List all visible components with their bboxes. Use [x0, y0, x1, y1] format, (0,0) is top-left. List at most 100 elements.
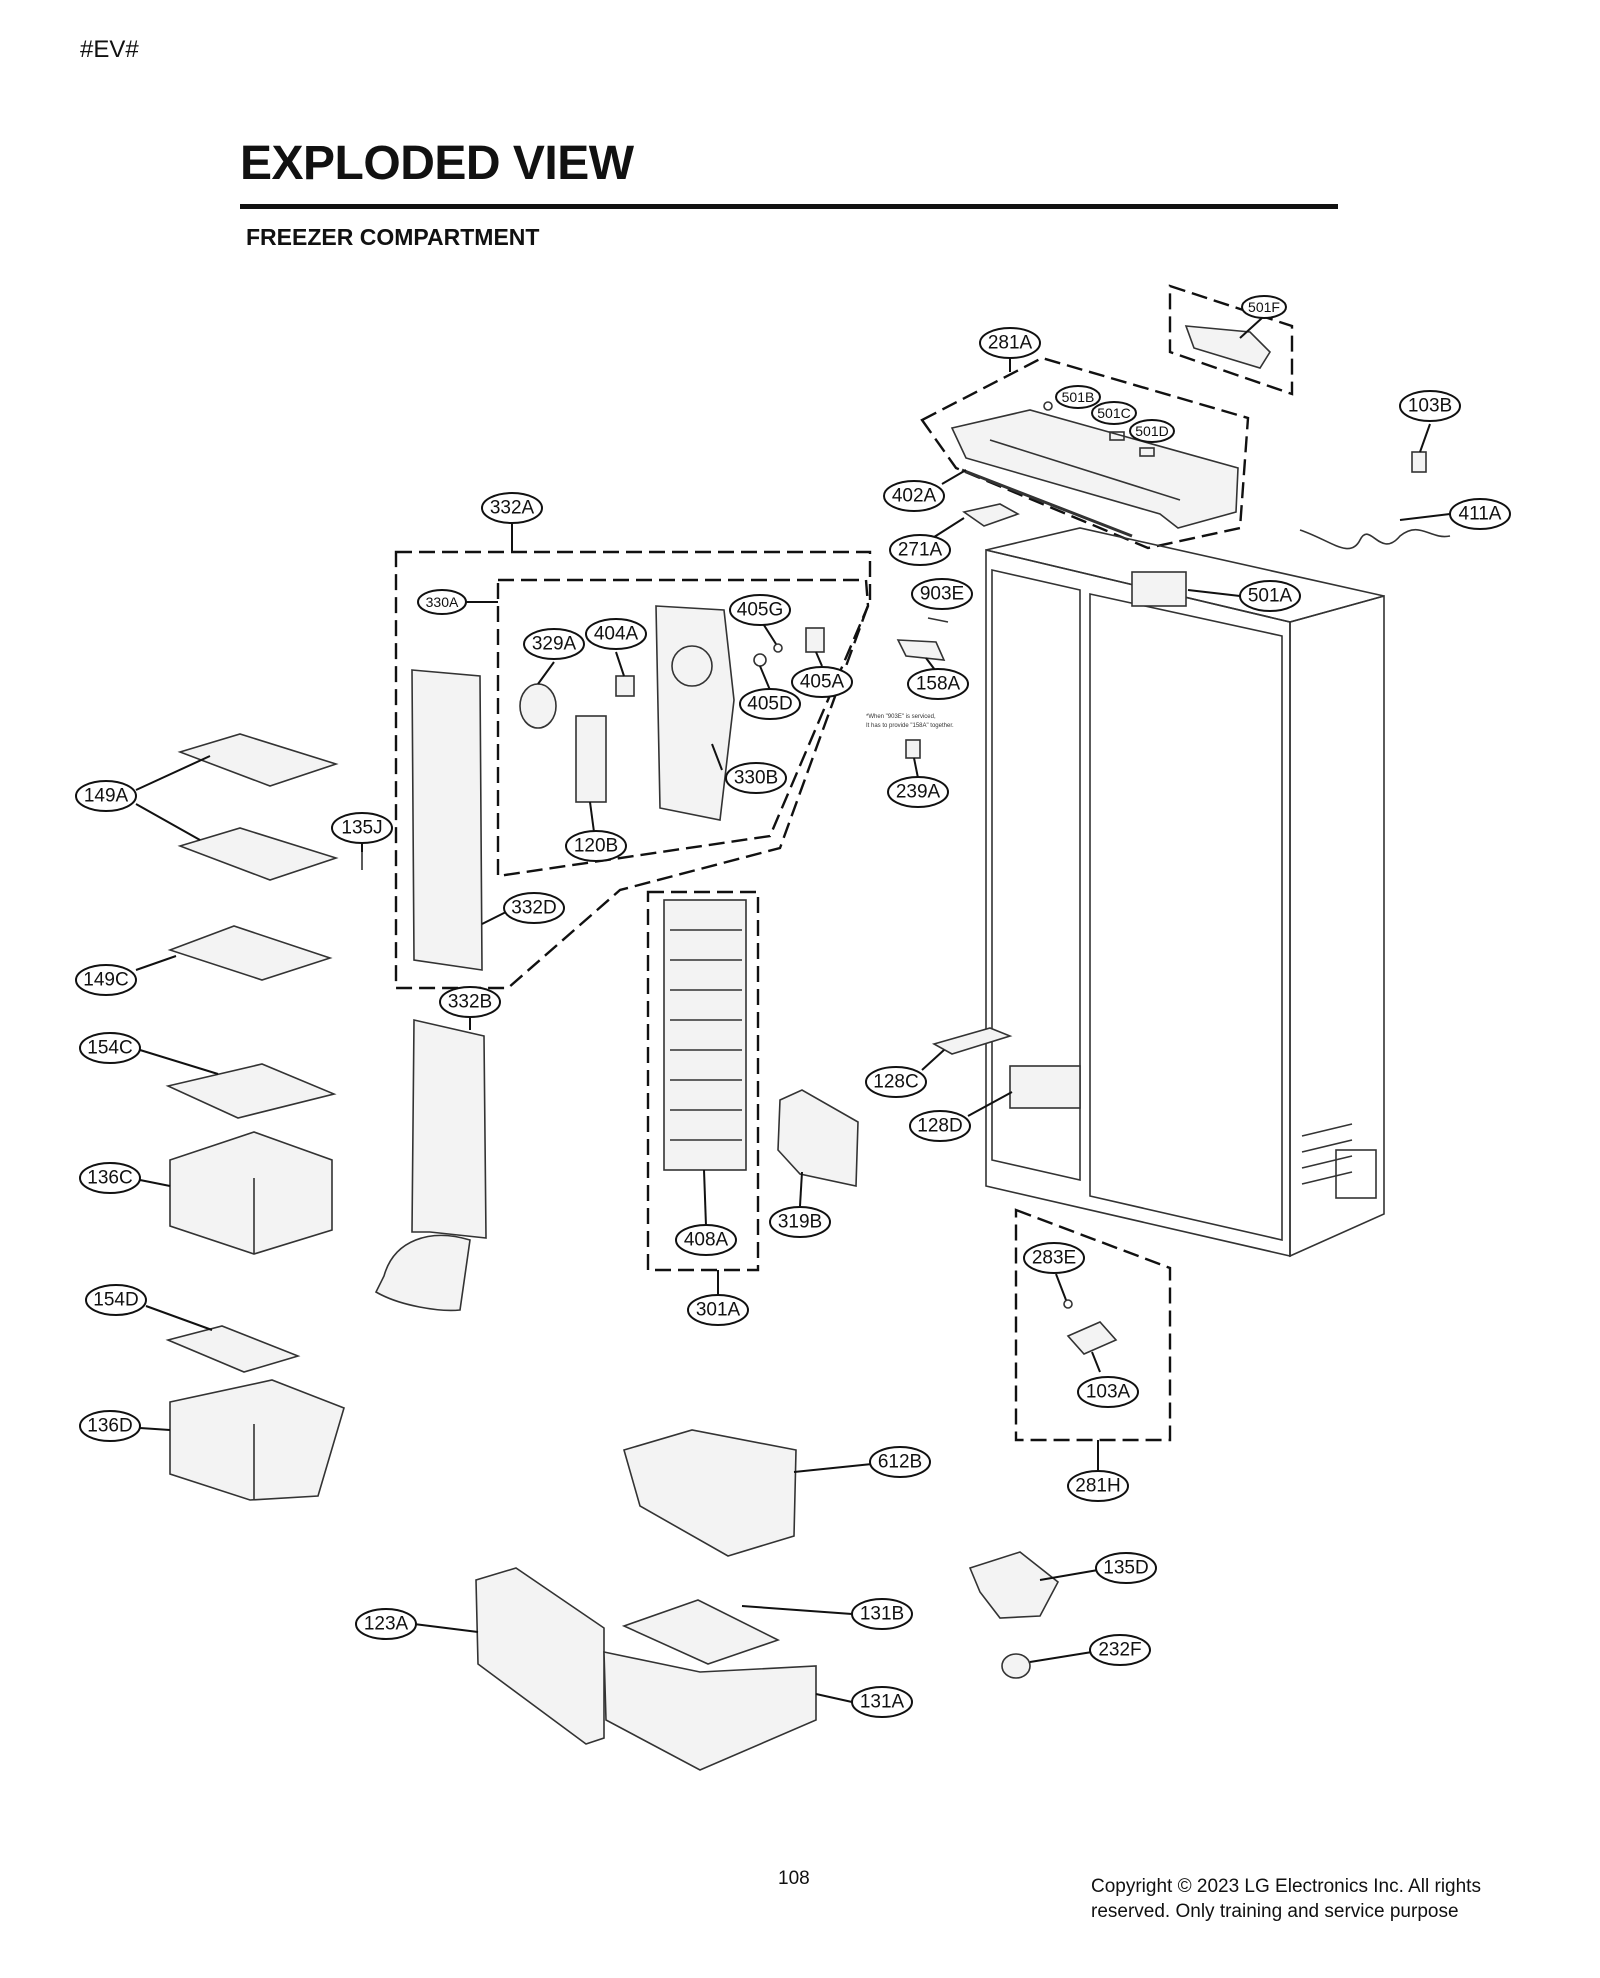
callout-281H: 281H: [1067, 1470, 1129, 1502]
part-239A: [905, 739, 921, 759]
part-501A-control-panel: [1131, 571, 1187, 607]
callout-135J: 135J: [331, 812, 393, 844]
svg-text:501A: 501A: [1248, 586, 1293, 607]
svg-text:154D: 154D: [93, 1290, 138, 1311]
part-cabinet-freezer-opening: [991, 568, 1081, 1182]
callout-405G: 405G: [729, 594, 791, 626]
leader-103B: [1419, 423, 1431, 453]
section-subtitle: FREEZER COMPARTMENT: [246, 224, 540, 250]
svg-text:402A: 402A: [892, 486, 937, 507]
part-501F-bracket: [1184, 325, 1272, 369]
part-330B-fan-ring: [671, 645, 713, 687]
svg-text:149A: 149A: [84, 786, 129, 807]
svg-text:103A: 103A: [1086, 1382, 1131, 1403]
svg-text:283E: 283E: [1032, 1248, 1076, 1269]
part-404A-motor: [615, 675, 635, 697]
callout-103A: 103A: [1077, 1376, 1139, 1408]
part-vent-slot-3: [1301, 1155, 1353, 1169]
svg-text:501C: 501C: [1097, 405, 1130, 421]
svg-text:408A: 408A: [684, 1230, 729, 1251]
leader-123A: [413, 1623, 479, 1633]
callout-411A: 411A: [1449, 498, 1511, 530]
part-cabinet-side: [1289, 594, 1385, 1258]
svg-text:301A: 301A: [696, 1300, 741, 1321]
callout-612B: 612B: [869, 1446, 931, 1478]
callout-149C: 149C: [75, 964, 137, 996]
svg-text:903E: 903E: [920, 584, 964, 605]
callout-332D: 332D: [503, 892, 565, 924]
part-501C-clip: [1109, 431, 1125, 441]
group-box-330A: [496, 578, 870, 878]
page-number: 108: [778, 1868, 810, 1889]
leader-501A: [1187, 589, 1241, 597]
leader-149C: [135, 955, 177, 971]
part-vent-slot-1: [1301, 1123, 1353, 1137]
callout-903E: 903E: [911, 578, 973, 610]
part-232F-washer: [1001, 1653, 1031, 1679]
callout-501D: 501D: [1129, 419, 1175, 443]
callout-135D: 135D: [1095, 1552, 1157, 1584]
svg-text:154C: 154C: [87, 1038, 132, 1059]
leader-232F: [1029, 1651, 1093, 1663]
svg-text:612B: 612B: [878, 1452, 922, 1473]
svg-text:329A: 329A: [532, 634, 577, 655]
callout-330A: 330A: [417, 589, 467, 615]
callout-332B: 332B: [439, 986, 501, 1018]
part-154C-shelf: [165, 1063, 337, 1119]
group-box-281H: [1014, 1208, 1172, 1442]
leader-103A: [1091, 1351, 1101, 1373]
svg-text:330B: 330B: [734, 768, 778, 789]
callout-154D: 154D: [85, 1284, 147, 1316]
part-136C-bin: [169, 1131, 333, 1255]
callout-136D: 136D: [79, 1410, 141, 1442]
part-408A-coil: [670, 929, 742, 1141]
svg-text:158A: 158A: [916, 674, 961, 695]
part-405G: [773, 643, 783, 653]
callout-281A: 281A: [979, 327, 1041, 359]
leader-405A: [815, 651, 823, 667]
callout-329A: 329A: [523, 628, 585, 660]
svg-text:404A: 404A: [594, 624, 639, 645]
svg-text:271A: 271A: [898, 540, 943, 561]
leader-154D: [145, 1305, 213, 1331]
svg-text:149C: 149C: [83, 970, 128, 991]
part-501B-screw: [1043, 401, 1053, 411]
callout-271A: 271A: [889, 534, 951, 566]
part-612B-icemaker: [623, 1429, 797, 1557]
callout-402A: 402A: [883, 480, 945, 512]
svg-text:136C: 136C: [87, 1168, 132, 1189]
part-283E: [1063, 1299, 1073, 1309]
part-332B-duct-base: [374, 1234, 471, 1312]
part-329A-fan: [519, 683, 557, 729]
svg-text:501B: 501B: [1062, 389, 1095, 405]
callout-128D: 128D: [909, 1110, 971, 1142]
svg-text:232F: 232F: [1098, 1640, 1141, 1661]
callout-123A: 123A: [355, 1608, 417, 1640]
leader-149A-b: [135, 803, 201, 841]
leader-120B: [589, 801, 595, 833]
svg-text:123A: 123A: [364, 1614, 409, 1635]
leader-239A: [913, 757, 919, 779]
svg-text:120B: 120B: [574, 836, 618, 857]
part-149A-shelf-top: [177, 733, 339, 787]
callout-120B: 120B: [565, 830, 627, 862]
part-319B-cover: [777, 1089, 859, 1187]
part-103B: [1411, 451, 1427, 473]
svg-text:330A: 330A: [426, 594, 459, 610]
part-281A-top-cover: [950, 409, 1239, 529]
copyright-line-2: reserved. Only training and service purp…: [1091, 1901, 1459, 1922]
callout-149A: 149A: [75, 780, 137, 812]
leader-319B: [799, 1171, 803, 1207]
svg-text:332D: 332D: [511, 898, 556, 919]
part-149A-shelf-bottom: [177, 827, 339, 881]
part-103A-hinge: [1066, 1321, 1118, 1355]
svg-text:332A: 332A: [490, 498, 535, 519]
leader-128C: [921, 1049, 945, 1071]
part-131A-tray: [603, 1651, 817, 1771]
callout-131A: 131A: [851, 1686, 913, 1718]
callout-405D: 405D: [739, 688, 801, 720]
part-131B-grille: [621, 1599, 781, 1665]
part-402A-strip: [961, 468, 1133, 538]
leader-329A: [537, 661, 555, 685]
